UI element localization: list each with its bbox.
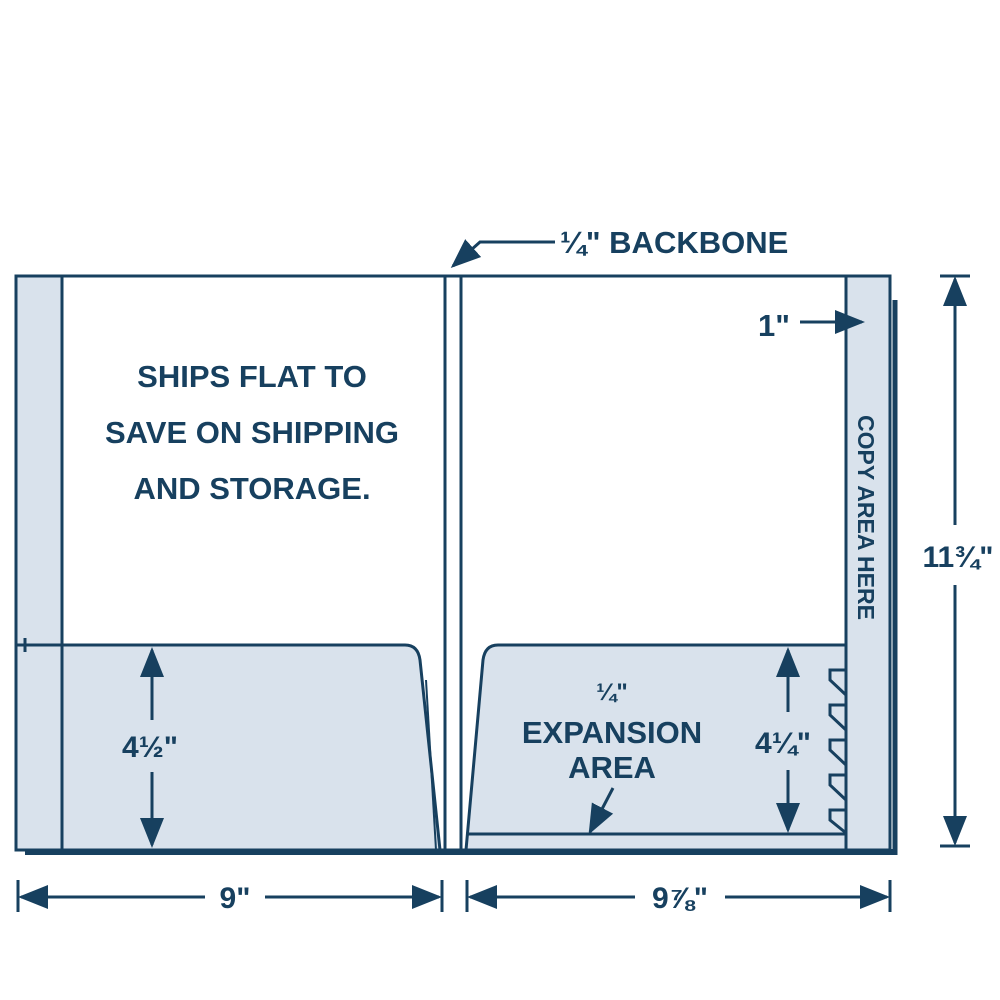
gusset-folds bbox=[828, 668, 848, 835]
ships-flat-line-2: SAVE ON SHIPPING bbox=[105, 415, 399, 450]
left-width: 9" bbox=[220, 882, 251, 915]
left-pocket-height: 4½" bbox=[122, 731, 178, 764]
expansion-label-2: AREA bbox=[568, 750, 656, 785]
backbone bbox=[443, 274, 463, 852]
left-pocket bbox=[14, 643, 442, 852]
backbone-leader-arrow bbox=[450, 239, 555, 268]
folder-height: 11¾" bbox=[923, 541, 994, 574]
expansion-size-label: ¼" bbox=[596, 679, 627, 706]
right-width: 9⅞" bbox=[652, 882, 708, 915]
copy-area-label: COPY AREA HERE bbox=[853, 415, 879, 620]
right-pocket bbox=[464, 643, 848, 852]
ships-flat-line-1: SHIPS FLAT TO bbox=[137, 359, 367, 394]
ships-flat-line-3: AND STORAGE. bbox=[133, 471, 370, 506]
expansion-label-1: EXPANSION bbox=[522, 715, 702, 750]
copy-margin-label: 1" bbox=[758, 308, 790, 343]
right-pocket-height: 4¼" bbox=[755, 727, 811, 760]
backbone-label: ¼" BACKBONE bbox=[560, 225, 788, 260]
